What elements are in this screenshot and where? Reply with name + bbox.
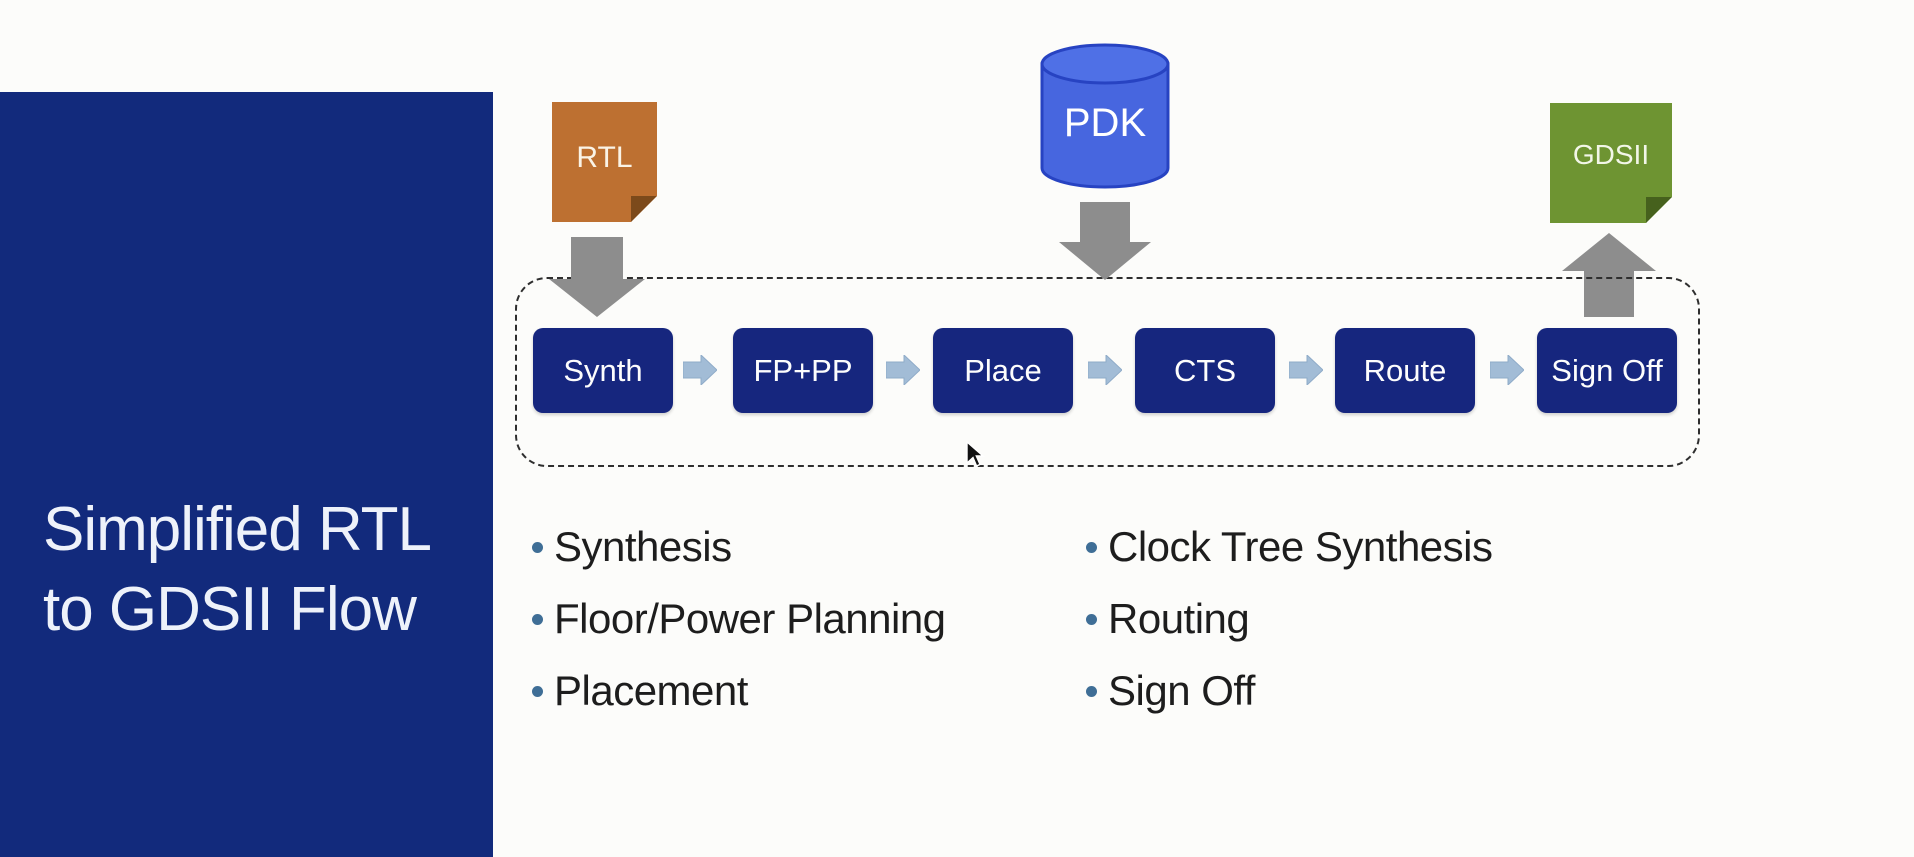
- right-arrow-icon: [683, 355, 717, 385]
- right-arrow-icon: [886, 355, 920, 385]
- folded-corner-icon: [631, 196, 657, 222]
- bullet-dot-icon: [532, 685, 543, 697]
- flow-step-cts: CTS: [1135, 328, 1275, 413]
- list-item: Clock Tree Synthesis: [1086, 511, 1493, 583]
- flow-step-label: CTS: [1174, 352, 1236, 388]
- flow-step-place: Place: [933, 328, 1073, 413]
- flow-step-label: Sign Off: [1551, 352, 1663, 388]
- flow-step-label: Synth: [563, 352, 643, 388]
- bullet-dot-icon: [1086, 685, 1097, 697]
- bullet-text: Placement: [554, 667, 748, 714]
- flow-boundary-frame: [515, 277, 1700, 467]
- cylinder-icon: [1040, 43, 1170, 189]
- gdsii-up-arrow-icon: [1562, 233, 1656, 317]
- list-item: Synthesis: [532, 511, 946, 583]
- bullet-text: Floor/Power Planning: [554, 595, 946, 642]
- bullet-dot-icon: [1086, 613, 1097, 625]
- gdsii-label: GDSII: [1572, 139, 1650, 170]
- pdk-label: PDK: [1063, 100, 1147, 145]
- gdsii-note-icon: GDSII: [1550, 103, 1672, 223]
- bullet-text: Routing: [1108, 595, 1250, 642]
- mouse-cursor-icon: [966, 441, 985, 467]
- pdk-database-icon: PDK: [1038, 42, 1172, 190]
- folded-corner-icon: [1646, 197, 1672, 223]
- flow-step-signoff: Sign Off: [1537, 328, 1677, 413]
- flow-step-label: Route: [1363, 352, 1447, 388]
- list-item: Routing: [1086, 583, 1493, 655]
- flow-step-fppp: FP+PP: [733, 328, 873, 413]
- slide-title-line1: Simplified RTL: [43, 495, 432, 564]
- right-arrow-icon: [1088, 355, 1122, 385]
- bullet-dot-icon: [532, 613, 543, 625]
- flow-step-synth: Synth: [533, 328, 673, 413]
- right-arrow-icon: [1289, 355, 1323, 385]
- bullet-text: Synthesis: [554, 523, 732, 570]
- bullet-list-left: Synthesis Floor/Power Planning Placement: [532, 511, 946, 727]
- list-item: Floor/Power Planning: [532, 583, 946, 655]
- rtl-note-icon: RTL: [552, 102, 657, 222]
- title-panel: Simplified RTL to GDSII Flow: [0, 92, 493, 857]
- list-item: Sign Off: [1086, 655, 1493, 727]
- bullet-text: Clock Tree Synthesis: [1108, 523, 1493, 570]
- flow-step-label: FP+PP: [753, 352, 853, 388]
- flow-step-route: Route: [1335, 328, 1475, 413]
- pdk-down-arrow-icon: [1059, 202, 1151, 280]
- bullet-dot-icon: [532, 541, 543, 553]
- bullet-dot-icon: [1086, 541, 1097, 553]
- list-item: Placement: [532, 655, 946, 727]
- bullet-text: Sign Off: [1108, 667, 1255, 714]
- rtl-label: RTL: [576, 141, 633, 174]
- flow-step-label: Place: [964, 352, 1042, 388]
- rtl-down-arrow-icon: [549, 237, 645, 317]
- slide-title-line2: to GDSII Flow: [43, 575, 417, 644]
- bullet-list-right: Clock Tree Synthesis Routing Sign Off: [1086, 511, 1493, 727]
- right-arrow-icon: [1490, 355, 1524, 385]
- slide-title: Simplified RTL to GDSII Flow: [43, 490, 432, 650]
